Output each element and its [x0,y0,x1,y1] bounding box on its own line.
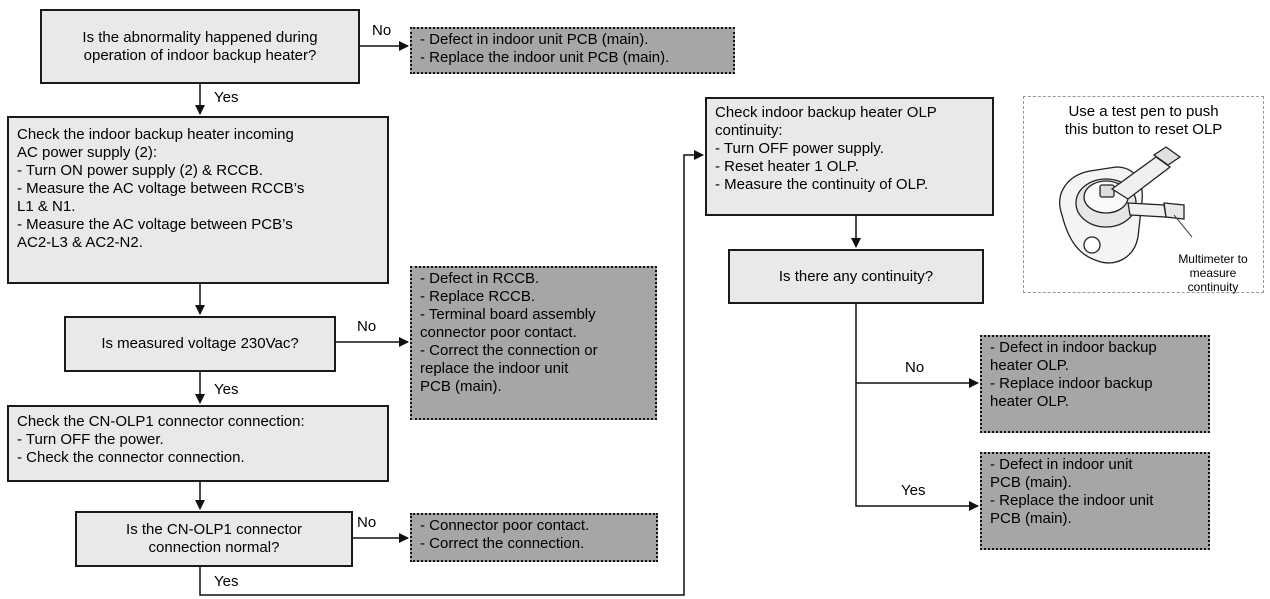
label-no: No [357,514,377,531]
step-check-olp-continuity-text: Check indoor backup heater OLP continuit… [715,104,937,193]
result-connector-contact-text: - Connector poor contact. - Correct the … [420,517,590,552]
decision-continuity-text: Is there any continuity? [778,267,934,285]
olp-illustration-panel: Use a test pen to push this button to re… [1023,96,1264,294]
illustration-caption: Use a test pen to push this button to re… [1064,103,1223,138]
step-check-olp-continuity: Check indoor backup heater OLP continuit… [705,97,994,216]
step-check-ac-supply: Check the indoor backup heater incoming … [7,116,389,284]
decision-cn-connection: Is the CN-OLP1 connector connection norm… [75,511,353,567]
decision-heater-operation-text: Is the abnormality happened during opera… [82,28,318,64]
olp-thermostat-icon [1059,146,1193,264]
decision-cn-connection-text: Is the CN-OLP1 connector connection norm… [126,521,302,556]
label-no: No [372,22,392,39]
step-check-cn-olp1-text: Check the CN-OLP1 connector connection: … [17,413,305,466]
result-defect-pcb-main: - Defect in indoor unit PCB (main). - Re… [410,27,735,74]
result-defect-pcb-main-2: - Defect in indoor unit PCB (main). - Re… [980,452,1210,550]
label-no: No [357,318,377,335]
decision-heater-operation: Is the abnormality happened during opera… [40,9,360,84]
result-defect-olp: - Defect in indoor backup heater OLP. - … [980,335,1210,433]
label-yes: Yes [214,573,239,590]
result-defect-olp-text: - Defect in indoor backup heater OLP. - … [990,339,1157,410]
decision-continuity: Is there any continuity? [728,249,984,304]
multimeter-note: Multimeter to measure continuity [1178,252,1248,294]
decision-voltage-text: Is measured voltage 230Vac? [101,335,299,352]
result-defect-rccb: - Defect in RCCB. - Replace RCCB. - Term… [410,266,657,420]
label-yes: Yes [214,381,239,398]
result-defect-rccb-text: - Defect in RCCB. - Replace RCCB. - Term… [420,270,598,395]
step-check-cn-olp1: Check the CN-OLP1 connector connection: … [7,405,389,482]
label-no: No [905,359,925,376]
step-check-ac-supply-text: Check the indoor backup heater incoming … [17,126,305,251]
label-yes: Yes [901,482,926,499]
result-defect-pcb-main-2-text: - Defect in indoor unit PCB (main). - Re… [990,456,1154,527]
result-defect-pcb-main-text: - Defect in indoor unit PCB (main). - Re… [420,31,670,66]
decision-voltage: Is measured voltage 230Vac? [64,316,336,372]
result-connector-contact: - Connector poor contact. - Correct the … [410,513,658,562]
label-yes: Yes [214,89,239,106]
